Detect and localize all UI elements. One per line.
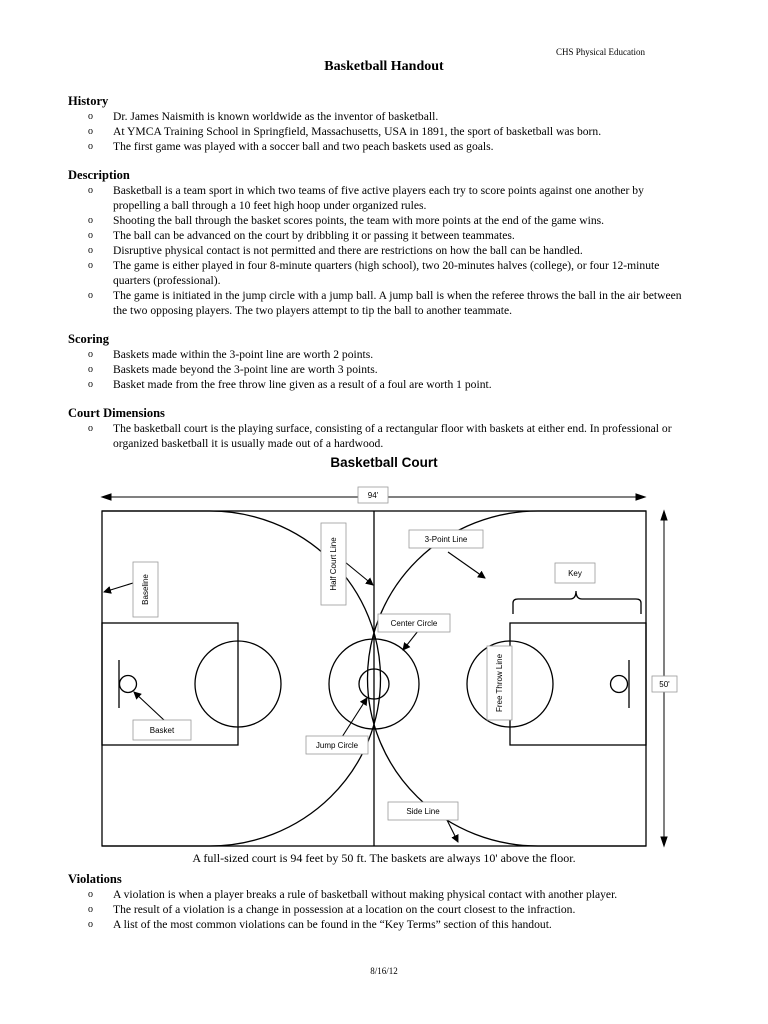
bullet-icon: o — [88, 379, 93, 390]
half-court-line-label: Half Court Line — [329, 537, 338, 591]
history-heading: History — [68, 94, 109, 108]
length-arrowhead-left — [100, 493, 112, 501]
court-caption: A full-sized court is 94 feet by 50 ft. … — [192, 851, 576, 865]
half-court-line-pointer — [344, 561, 374, 586]
free-throw-line-label: Free Throw Line — [495, 653, 504, 712]
width-label: 50' — [659, 680, 670, 689]
baseline-pointer — [103, 582, 134, 594]
left-basket-rim — [118, 674, 138, 694]
bullet-icon: o — [88, 230, 93, 241]
jump-circle — [358, 668, 390, 700]
bullet-icon: o — [88, 904, 93, 915]
side-line-label-box — [387, 801, 459, 821]
department-label: CHS Physical Education — [556, 47, 645, 57]
right-basket-rim — [609, 674, 629, 694]
bullet-icon: o — [88, 245, 93, 256]
bullet-icon: o — [88, 290, 93, 301]
bullet-icon: o — [88, 889, 93, 900]
basket-label-box — [132, 719, 192, 741]
basket-pointer — [133, 691, 166, 722]
bullet-icon: o — [88, 111, 93, 122]
scoring-heading: Scoring — [68, 332, 109, 346]
baseline-label-box — [132, 561, 159, 618]
right-free-throw-circle — [466, 640, 554, 728]
free-throw-label-box — [486, 645, 513, 721]
width-arrowhead-bottom — [660, 836, 668, 848]
length-arrowhead-right — [635, 493, 647, 501]
bullet-icon: o — [88, 126, 93, 137]
key-label-box — [554, 562, 596, 584]
bullet-icon: o — [88, 919, 93, 930]
jump-circle-pointer — [341, 697, 368, 738]
bullet-icon: o — [88, 185, 93, 196]
jump-circle-label: Jump Circle — [316, 741, 359, 750]
jump-circle-label-box — [305, 735, 369, 755]
footer-date: 8/16/12 — [370, 966, 398, 976]
center-circle — [328, 638, 420, 730]
center-circle-label-box — [377, 613, 451, 633]
left-three-point-arc — [102, 510, 382, 847]
basket-label: Basket — [150, 726, 175, 735]
key-bracket — [512, 590, 642, 614]
length-label: 94' — [368, 491, 379, 500]
bullet-icon: o — [88, 364, 93, 375]
right-key — [509, 622, 647, 746]
half-court-label-box — [320, 522, 347, 606]
three-point-line-pointer — [447, 551, 486, 579]
bullet-icon: o — [88, 423, 93, 434]
width-label-box — [651, 675, 678, 693]
bullet-icon: o — [88, 215, 93, 226]
court-diagram-title: Basketball Court — [330, 455, 438, 470]
center-circle-pointer — [402, 630, 419, 651]
violations-heading: Violations — [68, 872, 122, 886]
bullet-icon: o — [88, 349, 93, 360]
left-key — [101, 622, 239, 746]
key-label: Key — [568, 569, 582, 578]
width-arrowhead-top — [660, 509, 668, 521]
baseline-label: Baseline — [141, 574, 150, 605]
right-three-point-arc — [366, 510, 646, 847]
length-label-box — [357, 486, 389, 504]
left-free-throw-circle — [194, 640, 282, 728]
side-line-label: Side Line — [406, 807, 440, 816]
side-line-pointer — [446, 819, 459, 843]
three-point-label-box — [408, 529, 484, 549]
bullet-icon: o — [88, 260, 93, 271]
three-point-line-label: 3-Point Line — [425, 535, 468, 544]
bullet-icon: o — [88, 141, 93, 152]
court-dimensions-heading: Court Dimensions — [68, 406, 165, 420]
page-title: Basketball Handout — [324, 59, 444, 74]
center-circle-label: Center Circle — [391, 619, 438, 628]
description-heading: Description — [68, 168, 130, 182]
